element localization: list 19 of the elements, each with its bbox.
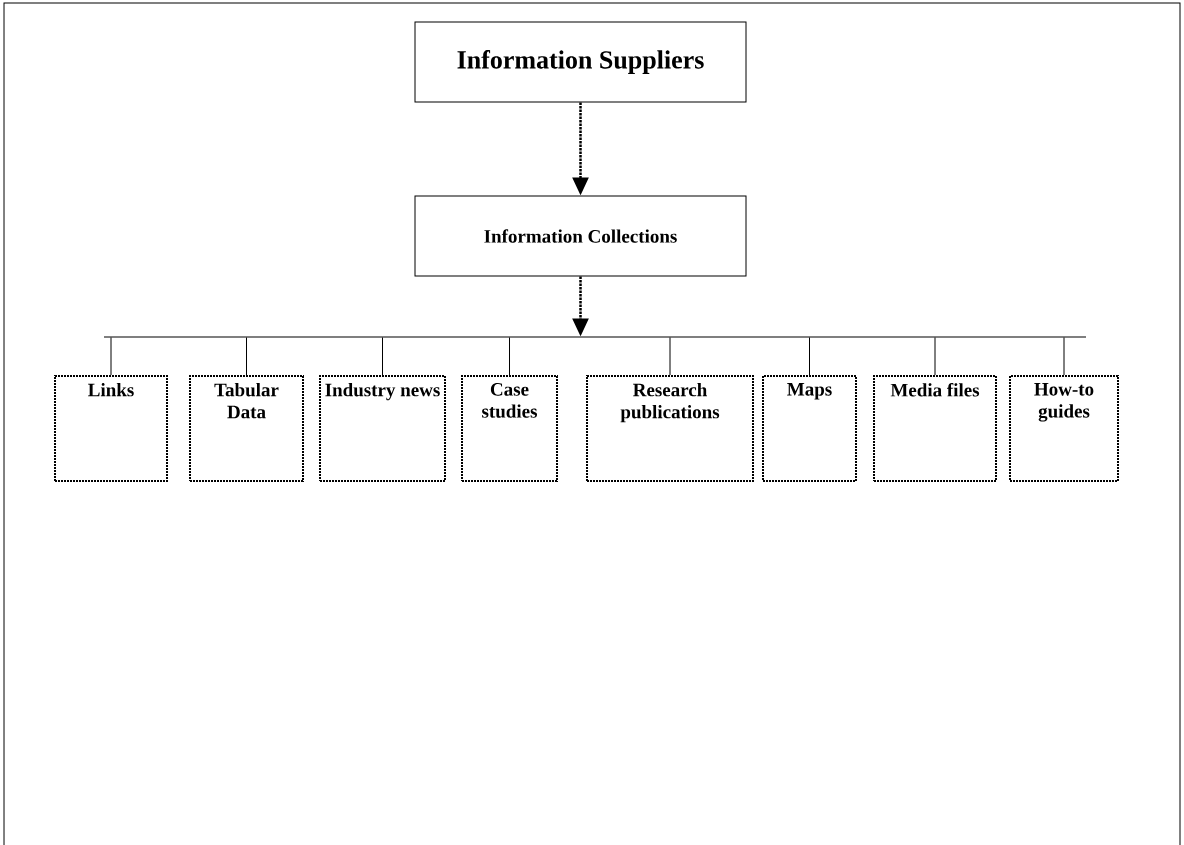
connector-line xyxy=(1063,337,1065,376)
title-box: Information Suppliers xyxy=(414,21,747,103)
connector-line xyxy=(934,337,936,376)
category-box: Media files xyxy=(873,375,997,482)
connector-line xyxy=(246,337,247,376)
category-box: Industry news xyxy=(319,375,446,482)
connector-line xyxy=(669,337,671,376)
connector-line xyxy=(809,337,810,376)
connector-line xyxy=(382,337,383,376)
connector-line xyxy=(110,337,112,376)
process-box: Information Collections xyxy=(414,195,747,277)
category-box: Maps xyxy=(762,375,857,482)
category-box: Tabular Data xyxy=(189,375,304,482)
connector-line xyxy=(509,337,510,376)
category-box: Case studies xyxy=(461,375,558,482)
category-box: How-to guides xyxy=(1009,375,1119,482)
category-box: Research publications xyxy=(586,375,754,482)
category-box: Links xyxy=(54,375,168,482)
bus-line xyxy=(103,336,1087,338)
